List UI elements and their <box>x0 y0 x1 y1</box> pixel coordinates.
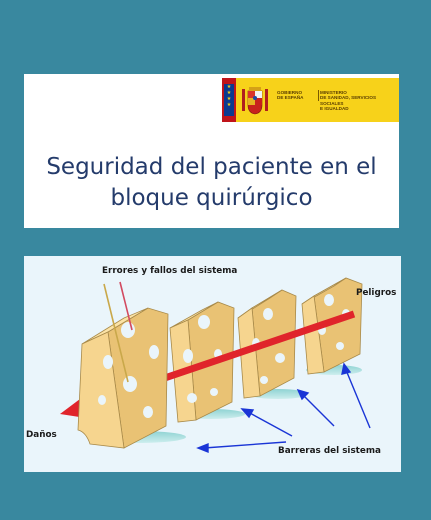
cheese-slice-1 <box>77 307 169 449</box>
error-line-1 <box>103 283 129 383</box>
error-line-2 <box>119 281 133 331</box>
spain-flag-icon: ★★★★ <box>222 78 236 122</box>
ministry-label: MINISTERIO DE SANIDAD, SERVICIOS SOCIALE… <box>320 90 377 112</box>
cheese-slice-4 <box>301 277 363 375</box>
dangers-label: Peligros <box>356 288 397 298</box>
swiss-cheese-illustration <box>60 277 371 454</box>
barriers-label: Barreras del sistema <box>278 446 381 456</box>
government-logo-banner: ★★★★ GOBIERNO DE ESPAÑA MINISTERIO DE SA… <box>222 78 399 122</box>
coat-of-arms-icon <box>242 87 268 115</box>
slide-title-line-1: Seguridad del paciente en el <box>46 154 377 180</box>
swiss-cheese-diagram: Errores y fallos del sistema Peligros Da… <box>24 256 401 472</box>
government-label: GOBIERNO DE ESPAÑA <box>277 90 319 101</box>
barrier-pointers <box>196 362 371 454</box>
eu-flag-icon: ★★★★ <box>224 84 234 116</box>
title-card: ★★★★ GOBIERNO DE ESPAÑA MINISTERIO DE SA… <box>24 74 399 228</box>
errors-label: Errores y fallos del sistema <box>102 266 238 276</box>
slide-title: Seguridad del paciente en el bloque quir… <box>24 152 399 214</box>
harms-label: Daños <box>26 430 57 440</box>
slide-title-line-2: bloque quirúrgico <box>110 185 313 211</box>
